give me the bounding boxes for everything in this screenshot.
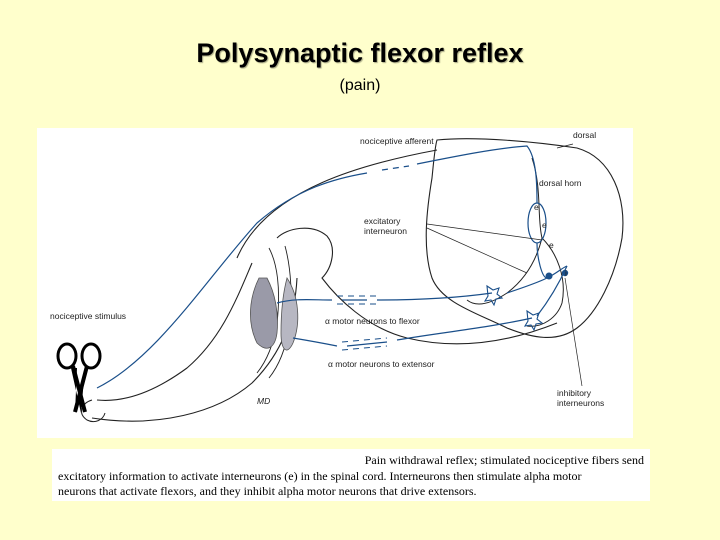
alpha-motor-neuron-flexor-gap [337, 295, 377, 305]
caption-line-1: Pain withdrawal reflex; stimulated nocic… [364, 453, 644, 467]
pointer-excitatory-2 [426, 227, 528, 274]
label-sig-e1: e [534, 202, 539, 212]
label-dorsal-horn: dorsal horn [539, 178, 582, 188]
label-excitatory: excitatory [364, 216, 401, 226]
pointer-dorsal [556, 143, 574, 149]
spinal-cord-outline [425, 138, 624, 339]
alpha-motor-neuron-extensor [292, 317, 533, 347]
alpha-motor-neuron-extensor-gap [341, 337, 388, 351]
scissors-icon [56, 342, 102, 413]
caption-line-3: neurons that activate flexors, and they … [58, 484, 477, 498]
nociceptive-afferent-nerve [96, 172, 368, 389]
flexor-muscle [250, 277, 278, 349]
label-inhibitory: inhibitory [557, 388, 592, 398]
excitatory-interneuron-path [506, 265, 568, 294]
caption-line-2: excitatory information to activate inter… [58, 468, 582, 483]
reflex-diagram-svg: nociceptive afferent dorsal dorsal horn … [50, 130, 624, 423]
label-sig-i: i [565, 268, 567, 278]
excitatory-interneuron-soma [545, 272, 553, 280]
label-nociceptive-afferent: nociceptive afferent [360, 136, 434, 146]
label-dorsal: dorsal [573, 130, 596, 140]
label-nociceptive-stimulus: nociceptive stimulus [50, 311, 126, 321]
label-artist: MD [257, 396, 270, 406]
flexor-motor-soma [483, 284, 504, 307]
slide-subtitle: (pain) [339, 77, 381, 94]
label-alpha-extensor: α motor neurons to extensor [328, 359, 435, 369]
label-sig-e2: e [542, 220, 547, 230]
pointer-inhibitory [564, 277, 583, 387]
label-alpha-flexor: α motor neurons to flexor [325, 316, 420, 326]
nociceptive-afferent-nerve-2 [381, 165, 410, 171]
label-interneuron: interneuron [364, 226, 407, 236]
nociceptive-afferent-nerve-3 [416, 145, 548, 279]
reflex-diagram: nociceptive afferent dorsal dorsal horn … [37, 128, 633, 438]
slide-title: Polysynaptic flexor reflex [196, 38, 524, 68]
grey-matter-outline [466, 157, 564, 327]
label-sig-e3: e [549, 240, 554, 250]
alpha-motor-neuron-flexor [276, 292, 493, 304]
back-outline [236, 149, 438, 259]
extensor-muscle [280, 277, 299, 351]
label-interneurons: interneurons [557, 398, 604, 408]
extensor-motor-soma [523, 309, 544, 332]
inhibitory-interneuron-soma [561, 269, 569, 277]
pointer-excitatory [426, 223, 543, 241]
figure-caption: Pain withdrawal reflex; stimulated nocic… [52, 449, 650, 501]
